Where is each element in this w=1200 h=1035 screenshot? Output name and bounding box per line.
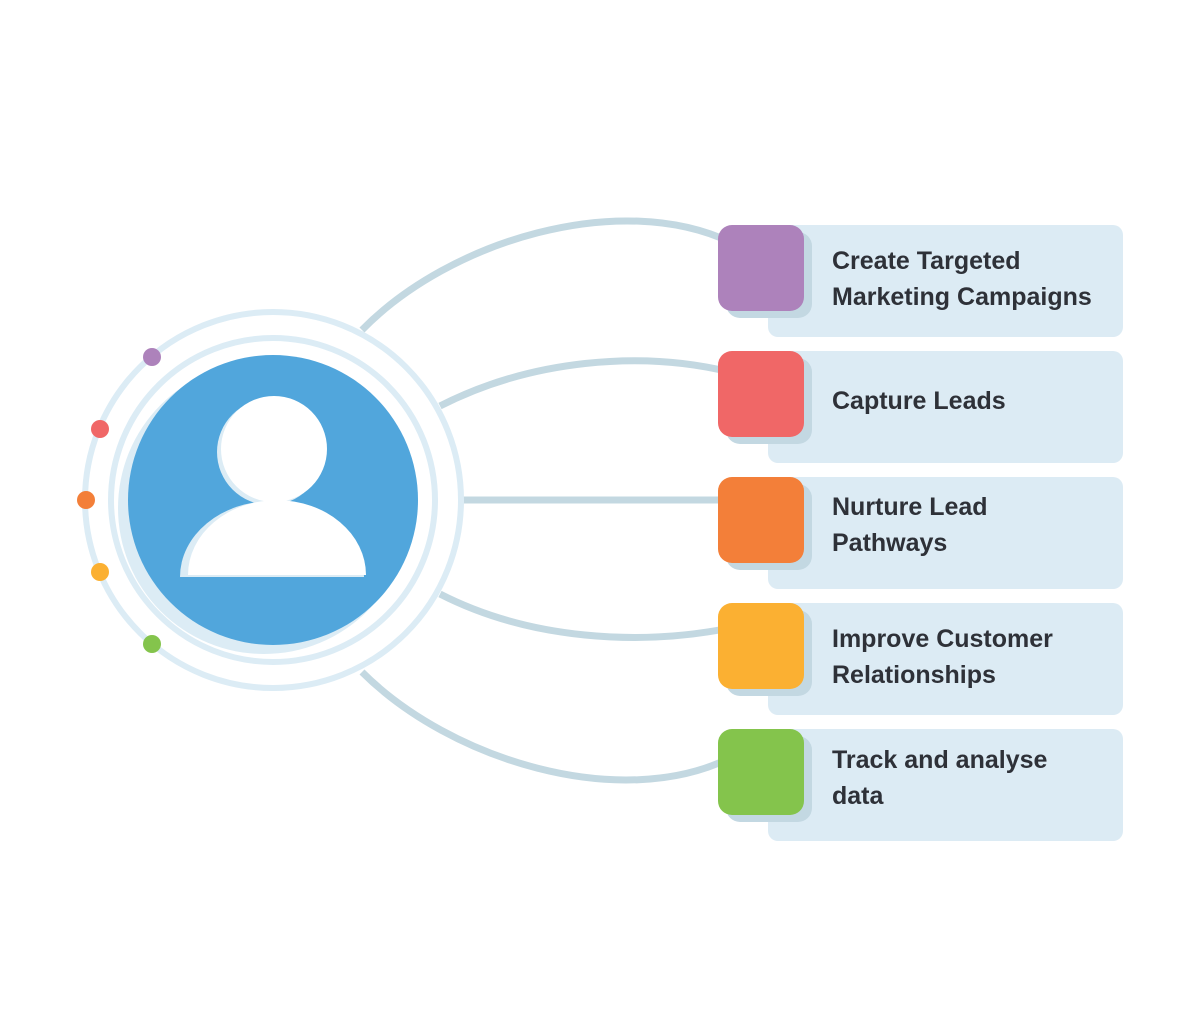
user-icon [180, 396, 366, 577]
label-line: Capture Leads [832, 387, 1006, 415]
item-card-create-targeted-marketing-campaigns [768, 225, 1123, 337]
connector-2 [438, 357, 731, 410]
swatch-yellow [718, 603, 804, 689]
swatch-red [718, 351, 804, 437]
dot-yellow [91, 563, 109, 581]
dot-green [143, 635, 161, 653]
swatch-green [718, 729, 804, 815]
dot-red [91, 420, 109, 438]
dot-orange [77, 491, 95, 509]
item-label-capture-leads: Capture Leads [832, 383, 1112, 419]
label-line: Create Targeted [832, 247, 1021, 275]
item-card-nurture-lead-pathways [768, 477, 1123, 589]
label-line: Marketing Campaigns [832, 283, 1092, 311]
item-card-improve-customer-relationships [768, 603, 1123, 715]
label-line: Track and analyse [832, 746, 1048, 774]
connector-1 [359, 217, 732, 333]
label-line: Pathways [832, 529, 948, 557]
label-line: Improve Customer [832, 625, 1053, 653]
connector-5 [359, 669, 732, 784]
item-label-track-and-analyse-data: Track and analyse data [832, 742, 1112, 814]
item-card-capture-leads [768, 351, 1123, 463]
swatch-orange [718, 477, 804, 563]
connector-4 [438, 590, 731, 641]
dot-purple [143, 348, 161, 366]
swatch-purple [718, 225, 804, 311]
label-line: data [832, 782, 884, 810]
item-card-track-and-analyse-data [768, 729, 1123, 841]
label-line: Nurture Lead [832, 493, 988, 521]
label-line: Relationships [832, 661, 996, 689]
